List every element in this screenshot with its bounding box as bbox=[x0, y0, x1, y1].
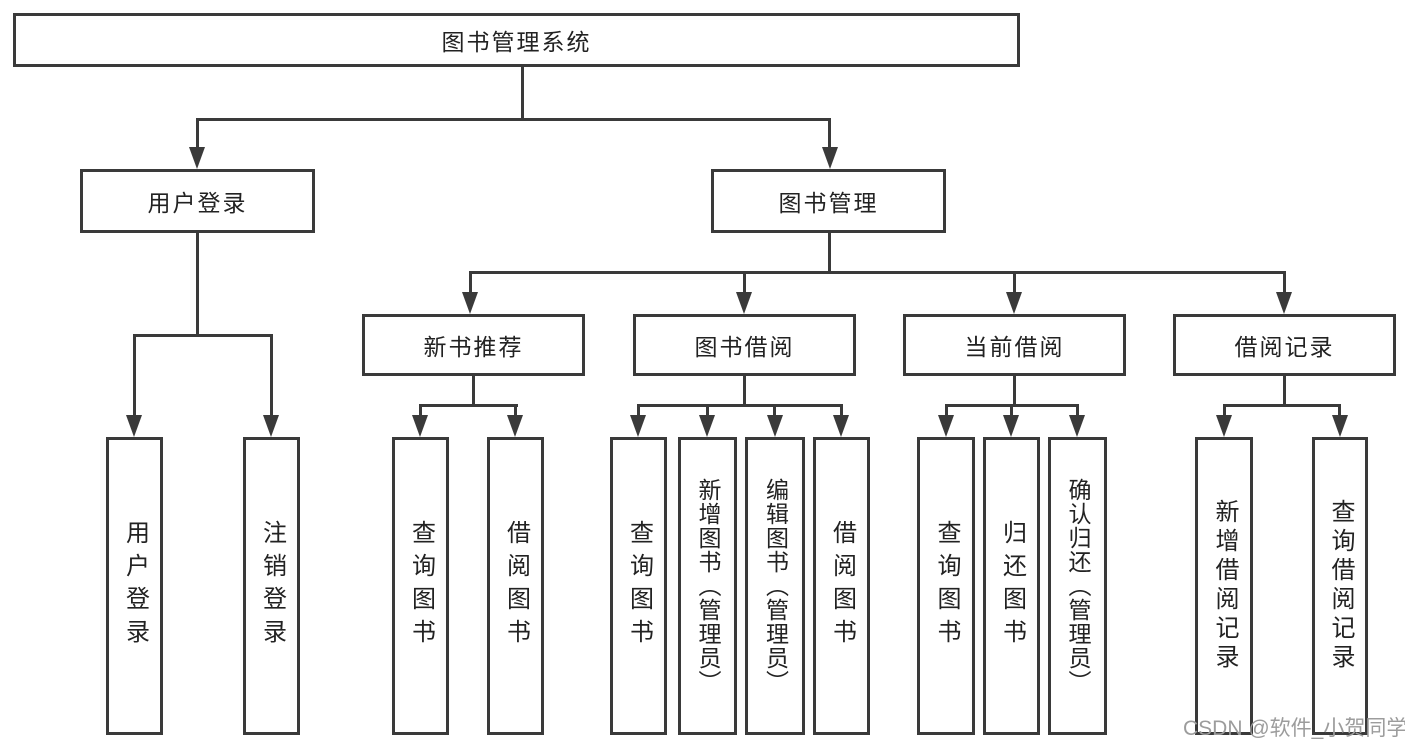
leaf-user-login: 用户登录 bbox=[106, 437, 163, 735]
edge-cb-stub bbox=[1013, 375, 1016, 406]
edge-drop-current-borrow bbox=[1013, 271, 1016, 296]
arrowhead-new-book-rec bbox=[462, 292, 478, 314]
leaf-cb-confirm-return-admin: 确认归还（管理员） bbox=[1048, 437, 1107, 735]
edge-drop-rec-query bbox=[419, 404, 422, 418]
node-book-borrowing: 图书借阅 bbox=[633, 314, 856, 376]
edge-drop-cb-confirm bbox=[1076, 404, 1079, 418]
edge-drop-new-book-rec bbox=[469, 271, 472, 296]
node-current-borrowing: 当前借阅 bbox=[903, 314, 1126, 376]
arrowhead-bb-query bbox=[630, 415, 646, 437]
leaf-br-add-record: 新增借阅记录 bbox=[1195, 437, 1253, 735]
node-label: 查询图书 bbox=[625, 520, 653, 652]
node-borrowing-records: 借阅记录 bbox=[1173, 314, 1396, 376]
leaf-bb-borrow-books: 借阅图书 bbox=[813, 437, 870, 735]
edge-drop-bb-query bbox=[637, 404, 640, 418]
node-label: 图书管理 bbox=[778, 190, 879, 216]
node-book-management: 图书管理 bbox=[711, 169, 946, 233]
edge-drop-br-query bbox=[1338, 404, 1341, 418]
edge-drop-borrow-record bbox=[1283, 271, 1286, 296]
arrowhead-rec-query bbox=[412, 415, 428, 437]
node-label: 新增图书（管理员） bbox=[695, 478, 721, 694]
node-label: 借阅图书 bbox=[828, 520, 856, 652]
edge-drop-leaf-logout bbox=[270, 334, 273, 418]
arrowhead-bb-borrow bbox=[833, 415, 849, 437]
leaf-bb-add-books-admin: 新增图书（管理员） bbox=[678, 437, 737, 735]
arrowhead-cb-confirm bbox=[1069, 415, 1085, 437]
arrowhead-user-login bbox=[189, 147, 205, 169]
node-label: 查询图书 bbox=[933, 520, 960, 652]
arrowhead-cb-return bbox=[1003, 415, 1019, 437]
edge-drop-book-mgmt bbox=[828, 118, 831, 152]
leaf-logout: 注销登录 bbox=[243, 437, 300, 735]
arrowhead-current-borrow bbox=[1006, 292, 1022, 314]
arrowhead-leaf-logout bbox=[263, 415, 279, 437]
node-label: 注销登录 bbox=[258, 520, 286, 652]
node-user-login: 用户登录 bbox=[80, 169, 315, 233]
edge-drop-user-login bbox=[196, 118, 199, 152]
node-label: 当前借阅 bbox=[964, 334, 1065, 360]
edge-user-stub bbox=[196, 232, 199, 336]
edge-level3-split bbox=[469, 271, 1286, 274]
arrowhead-cb-query bbox=[938, 415, 954, 437]
node-label: 用户登录 bbox=[121, 520, 149, 652]
edge-drop-book-borrow bbox=[743, 271, 746, 296]
arrowhead-br-query bbox=[1332, 415, 1348, 437]
edge-drop-br-add bbox=[1223, 404, 1226, 418]
node-label: 查询借阅记录 bbox=[1327, 499, 1354, 673]
edge-bb-stub bbox=[743, 375, 746, 406]
node-label: 图书管理系统 bbox=[441, 29, 592, 55]
edge-user-split bbox=[133, 334, 273, 337]
node-label: 新增借阅记录 bbox=[1211, 499, 1238, 673]
node-label: 新书推荐 bbox=[423, 334, 524, 360]
arrowhead-bb-edit bbox=[767, 415, 783, 437]
arrowhead-book-borrow bbox=[736, 292, 752, 314]
edge-drop-bb-add bbox=[706, 404, 709, 418]
edge-br-split bbox=[1223, 404, 1341, 407]
edge-drop-rec-borrow bbox=[514, 404, 517, 418]
edge-drop-cb-query bbox=[945, 404, 948, 418]
edge-drop-cb-return bbox=[1010, 404, 1013, 418]
leaf-cb-return-books: 归还图书 bbox=[983, 437, 1040, 735]
csdn-watermark: CSDN @软件_小贺同学 bbox=[1183, 717, 1405, 740]
arrowhead-br-add bbox=[1216, 415, 1232, 437]
node-label: 借阅记录 bbox=[1234, 334, 1335, 360]
arrowhead-rec-borrow bbox=[507, 415, 523, 437]
node-label: 编辑图书（管理员） bbox=[762, 478, 789, 694]
edge-drop-bb-borrow bbox=[840, 404, 843, 418]
edge-drop-bb-edit bbox=[773, 404, 776, 418]
node-label: 用户登录 bbox=[147, 190, 248, 216]
node-label: 确认归还（管理员） bbox=[1065, 478, 1091, 694]
node-label: 图书借阅 bbox=[694, 334, 795, 360]
arrowhead-bb-add bbox=[699, 415, 715, 437]
leaf-bb-edit-books-admin: 编辑图书（管理员） bbox=[745, 437, 805, 735]
edge-rec-split bbox=[419, 404, 518, 407]
leaf-cb-query-books: 查询图书 bbox=[917, 437, 975, 735]
leaf-rec-query-books: 查询图书 bbox=[392, 437, 449, 735]
arrowhead-borrow-record bbox=[1276, 292, 1292, 314]
edge-level1-split bbox=[196, 118, 831, 121]
arrowhead-leaf-user-login bbox=[126, 415, 142, 437]
leaf-rec-borrow-books: 借阅图书 bbox=[487, 437, 544, 735]
edge-bb-split bbox=[637, 404, 842, 407]
edge-br-stub bbox=[1283, 375, 1286, 406]
node-label: 查询图书 bbox=[407, 520, 435, 652]
node-new-book-recommendation: 新书推荐 bbox=[362, 314, 585, 376]
edge-root-stub bbox=[521, 66, 524, 120]
edge-drop-leaf-user-login bbox=[133, 334, 136, 418]
arrowhead-book-mgmt bbox=[822, 147, 838, 169]
node-library-management-system: 图书管理系统 bbox=[13, 13, 1020, 67]
node-label: 借阅图书 bbox=[502, 520, 530, 652]
edge-rec-stub bbox=[472, 375, 475, 406]
leaf-bb-query-books: 查询图书 bbox=[610, 437, 667, 735]
leaf-br-query-record: 查询借阅记录 bbox=[1312, 437, 1368, 735]
node-label: 归还图书 bbox=[998, 520, 1026, 652]
edge-mgmt-stub bbox=[828, 232, 831, 273]
